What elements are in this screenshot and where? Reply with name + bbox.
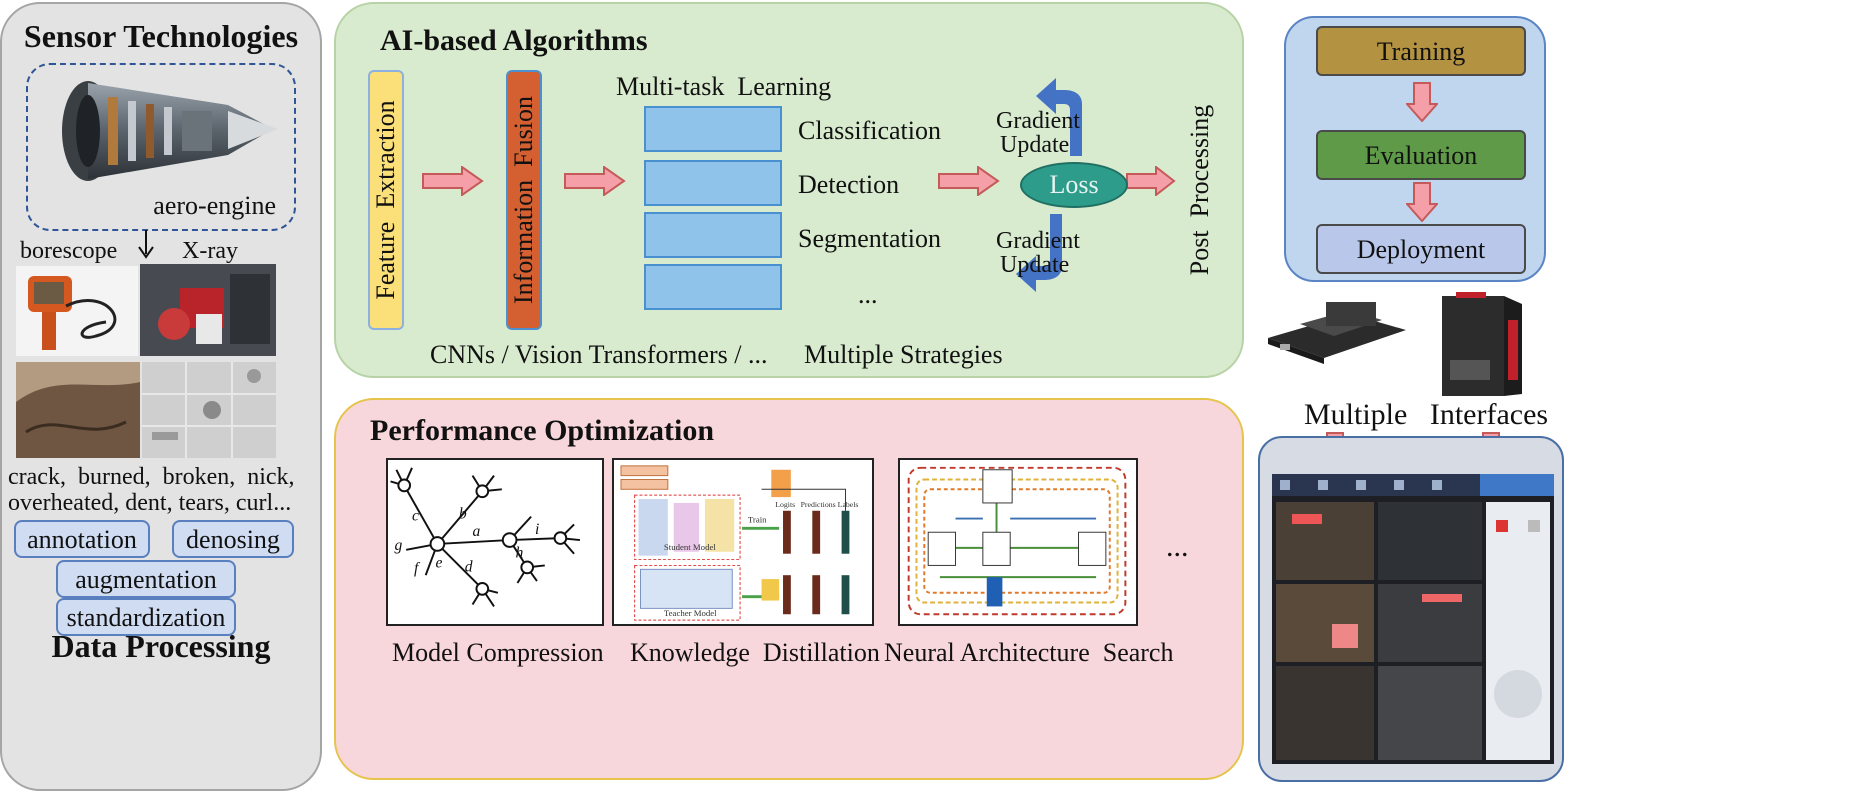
deployment-step: Deployment <box>1316 224 1526 274</box>
evaluation-step: Evaluation <box>1316 130 1526 180</box>
training-step: Training <box>1316 26 1526 76</box>
task-block-2 <box>644 160 782 206</box>
information-fusion-label: Information Fusion <box>509 96 538 304</box>
defect-types-line1: crack, burned, broken, nick, <box>8 464 295 490</box>
model-compression-graph: c b a i g e f d h <box>386 458 604 626</box>
task-block-4 <box>644 264 782 310</box>
multi-task-learning-title: Multi-task Learning <box>616 72 832 101</box>
arrow-fusion-to-mtl <box>564 166 626 196</box>
aero-engine-image <box>62 81 278 181</box>
graph-label-b: b <box>459 506 467 523</box>
engine-down-arrow <box>138 230 154 259</box>
standardization-step: standardization <box>56 598 236 636</box>
kd-predictions-label: Predictions <box>801 500 836 509</box>
graph-label-g: g <box>394 537 402 554</box>
task-segmentation: Segmentation <box>798 224 941 253</box>
aero-engine-box: aero-engine <box>26 63 296 231</box>
task-classification: Classification <box>798 116 941 145</box>
arrow-mtl-to-loss <box>938 166 1000 196</box>
graph-label-a: a <box>473 523 481 540</box>
defect-photo-crack <box>16 362 140 458</box>
gradient-update-up-arrow <box>1036 78 1082 156</box>
knowledge-distillation-caption: Knowledge Distillation <box>630 638 880 667</box>
graph-label-h: h <box>516 545 524 562</box>
arrow-training-to-evaluation <box>1406 82 1438 122</box>
aero-engine-label: aero-engine <box>153 191 276 220</box>
gradient-update-bottom-text2: Update <box>1000 252 1070 278</box>
gradient-update-top-text1: Gradient <box>996 108 1080 134</box>
strategies-caption: Multiple Strategies <box>804 340 1003 369</box>
post-processing-label: Post Processing <box>1185 104 1214 276</box>
data-processing-title: Data Processing <box>51 628 271 664</box>
model-compression-caption: Model Compression <box>392 638 604 667</box>
edge-device-board <box>1268 302 1406 364</box>
denosing-step: denosing <box>172 520 294 558</box>
sensor-technologies-title: Sensor Technologies <box>23 18 299 54</box>
loss-node: Loss <box>1020 162 1128 208</box>
knowledge-distillation-figure: Student Model Teacher Model Train Logits… <box>612 458 874 626</box>
arrow-feature-to-fusion <box>422 166 484 196</box>
information-fusion-box: Information Fusion <box>506 70 542 330</box>
arrow-evaluation-to-deployment <box>1406 182 1438 222</box>
interface-screenshot <box>1272 474 1554 764</box>
gradient-update-down-arrow <box>1016 214 1062 292</box>
ai-algorithms-title: AI-based Algorithms <box>380 24 648 57</box>
task-block-3 <box>644 212 782 258</box>
task-detection: Detection <box>798 170 900 199</box>
defect-photo-grid <box>142 362 276 458</box>
task-block-1 <box>644 106 782 152</box>
kd-logits-label: Logits <box>775 500 795 509</box>
xray-label: X-ray <box>182 238 238 264</box>
loss-label: Loss <box>1049 170 1099 199</box>
kd-student-label: Student Model <box>664 542 716 552</box>
defect-types-line2: overheated, dent, tears, curl... <box>8 490 292 516</box>
task-more: ... <box>858 280 878 309</box>
graph-label-c: c <box>412 508 419 525</box>
arrow-loss-to-post <box>1126 166 1176 196</box>
graph-label-i: i <box>535 521 539 538</box>
feature-extraction-box: Feature Extraction <box>368 70 404 330</box>
gradient-update-top-text2: Update <box>1000 132 1070 158</box>
graph-label-e: e <box>435 554 442 571</box>
edge-device-box <box>1442 292 1522 396</box>
augmentation-step: augmentation <box>56 560 236 598</box>
neural-architecture-search-figure <box>898 458 1138 626</box>
xray-photo <box>140 264 276 356</box>
kd-teacher-label: Teacher Model <box>664 608 717 618</box>
backbones-caption: CNNs / Vision Transformers / ... <box>430 340 768 369</box>
gradient-update-bottom-text1: Gradient <box>996 228 1080 254</box>
graph-label-f: f <box>414 560 421 577</box>
annotation-step: annotation <box>14 520 150 558</box>
feature-extraction-label: Feature Extraction <box>371 100 400 300</box>
graph-label-d: d <box>465 558 473 575</box>
kd-labels-label: Labels <box>838 500 859 509</box>
borescope-label: borescope <box>20 238 118 264</box>
borescope-photo <box>16 266 138 356</box>
kd-train-label: Train <box>748 514 767 524</box>
multiple-interfaces-label: Multiple Interfaces <box>1304 398 1549 431</box>
neural-architecture-search-caption: Neural Architecture Search <box>884 638 1174 667</box>
performance-optimization-title: Performance Optimization <box>370 414 715 447</box>
perf-ellipsis: ... <box>1166 530 1189 563</box>
